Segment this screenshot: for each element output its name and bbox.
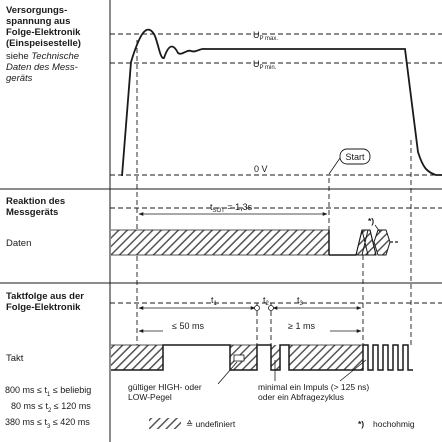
supply-heading-line: Versorgungs- — [6, 5, 68, 16]
condition-t1: 800 ms ≤ t1 ≤ beliebig — [5, 385, 92, 398]
reference-lines — [110, 33, 442, 304]
data-label: Daten — [6, 238, 32, 249]
clock-heading: Taktfolge aus der Folge-Elektronik — [6, 291, 84, 313]
tsot-label: tSOT = 1,3s — [210, 202, 253, 214]
condition-t2: 80 ms ≤ t2 ≤ 120 ms — [11, 400, 91, 414]
clock-undefined-region — [111, 345, 163, 370]
clock-label: Takt — [6, 353, 24, 364]
condition-t3: 380 ms ≤ t3 ≤ 420 ms — [5, 416, 90, 430]
star-marker: *) — [368, 216, 374, 226]
timing-conditions: 800 ms ≤ t1 ≤ beliebig 80 ms ≤ t2 ≤ 120 … — [5, 385, 91, 432]
reaction-heading-line: Messgeräts — [6, 207, 59, 218]
reaction-heading-line: Reaktion des — [6, 196, 66, 207]
supply-note-link: Technische — [31, 51, 80, 62]
supply-heading: Versorgungs- spannung aus Folge-Elektron… — [6, 5, 81, 49]
start-bubble — [339, 148, 371, 165]
supply-note: siehe Technische Daten des Mess- geräts — [6, 51, 79, 84]
supply-note-link: geräts — [6, 73, 33, 84]
clock-undefined-region — [271, 345, 280, 370]
reaction-heading: Reaktion des Messgeräts — [6, 196, 65, 218]
legend-undefined-label: ≙ undefiniert — [186, 419, 236, 429]
up-max-label: UP max. — [253, 30, 278, 42]
clock-undefined-region — [289, 345, 363, 370]
zero-volt-label: 0 V — [254, 164, 268, 174]
clock-heading-line: Taktfolge aus der — [6, 291, 84, 302]
legend-undefined-swatch — [149, 418, 181, 429]
legend-star: *) — [358, 419, 364, 429]
t3-label: t3 — [297, 295, 304, 307]
clock-waveform — [111, 344, 413, 371]
up-min-label: UP min. — [253, 59, 277, 71]
note-valid-level: gültiger HIGH- oder LOW-Pegel — [128, 382, 204, 402]
vertical-markers — [136, 40, 412, 345]
data-bits — [355, 229, 400, 256]
t1-label: t1 — [211, 295, 218, 307]
legend-highz-label: hochohmig — [373, 419, 415, 429]
start-label: Start — [345, 152, 365, 162]
supply-heading-line: (Einspeisestelle) — [6, 38, 81, 49]
supply-heading-line: Folge-Elektronik — [6, 27, 81, 38]
note-min-pulse: minimal ein Impuls (> 125 ns) oder ein A… — [258, 382, 372, 402]
valid-level-marker — [233, 354, 245, 362]
supply-voltage-curve — [121, 28, 442, 177]
t2-label: t2 — [263, 295, 270, 307]
ge1-label: ≥ 1 ms — [288, 321, 315, 331]
clock-heading-line: Folge-Elektronik — [6, 302, 81, 313]
supply-note-prefix: siehe — [6, 51, 29, 62]
le50-label: ≤ 50 ms — [172, 321, 204, 331]
start-pointer — [328, 157, 341, 175]
data-undefined-region — [111, 230, 329, 255]
supply-heading-line: spannung aus — [6, 16, 71, 27]
supply-note-link: Daten des Mess- — [6, 62, 78, 73]
